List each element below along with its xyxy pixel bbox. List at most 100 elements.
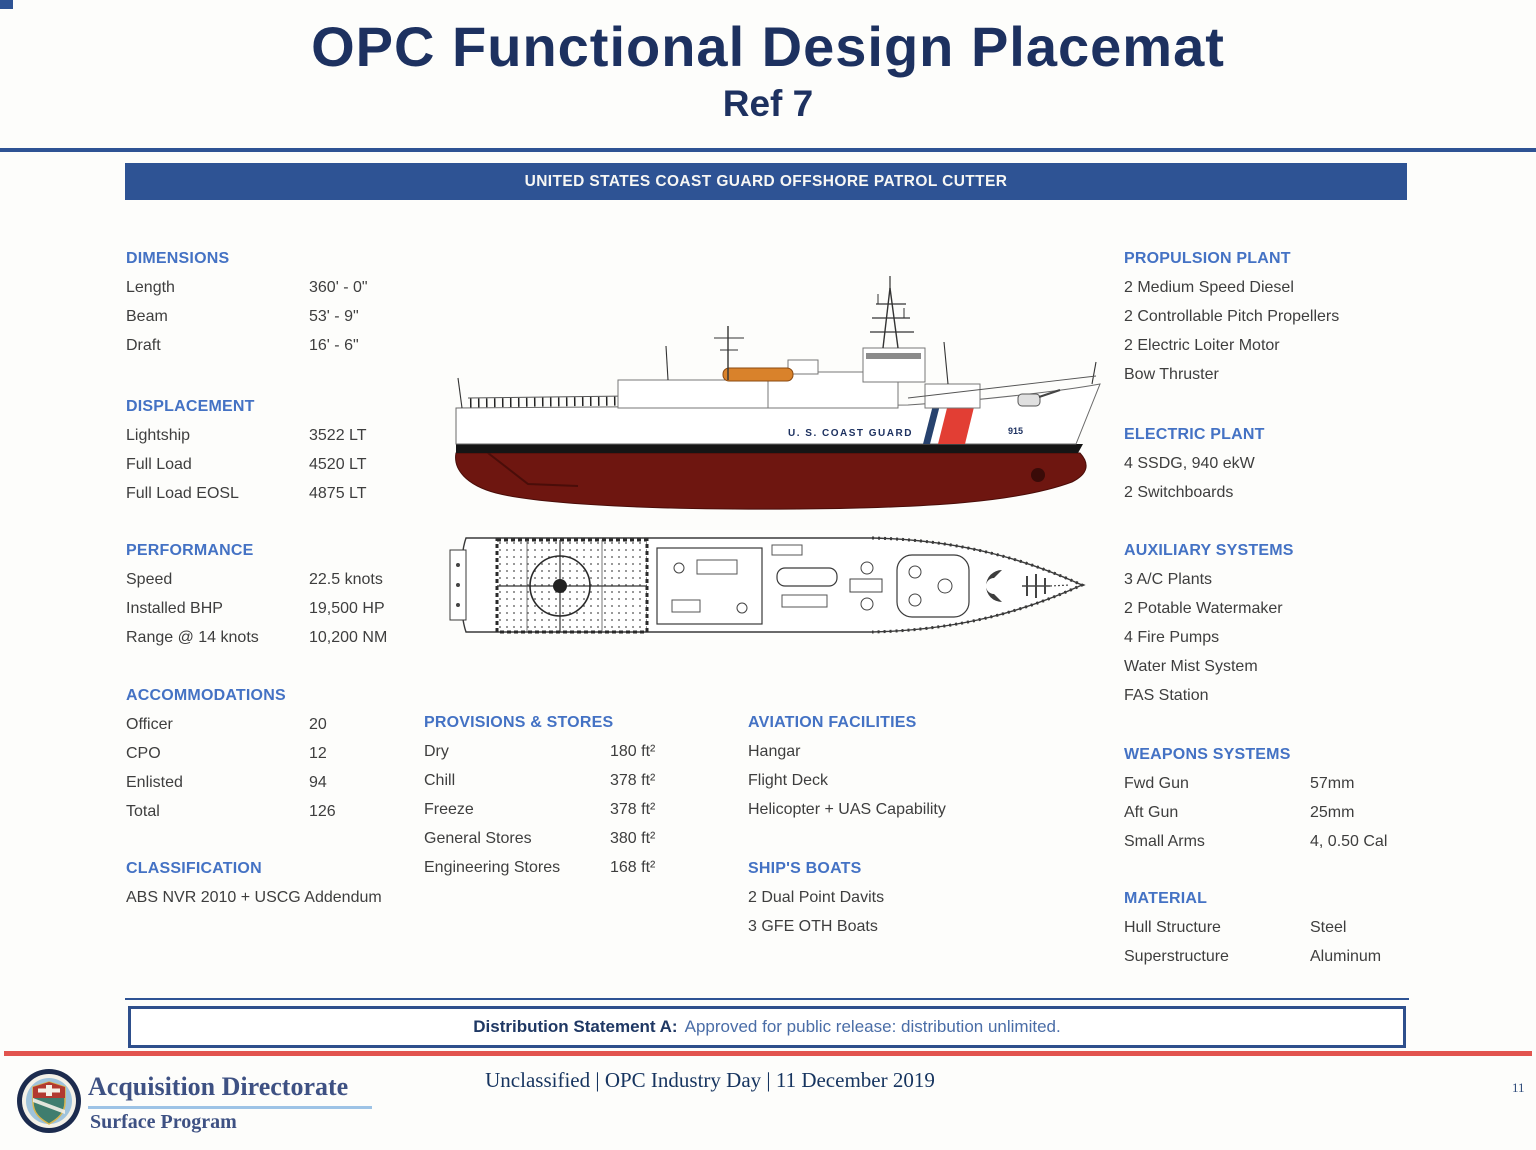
hull-text: U. S. COAST GUARD bbox=[788, 428, 913, 439]
spec-label: Beam bbox=[126, 308, 168, 325]
list-item: FAS Station bbox=[1124, 687, 1209, 704]
spec-value: 380 ft² bbox=[610, 830, 656, 847]
list-item: 3 GFE OTH Boats bbox=[748, 918, 878, 935]
spec-label: Speed bbox=[126, 571, 173, 588]
spec-value: 25mm bbox=[1310, 804, 1355, 821]
banner-header: UNITED STATES COAST GUARD OFFSHORE PATRO… bbox=[125, 163, 1407, 200]
divider-line bbox=[125, 998, 1409, 1000]
section-title: AVIATION FACILITIES bbox=[748, 714, 917, 731]
page-number: 11 bbox=[1512, 1080, 1525, 1095]
footer-org-underline bbox=[88, 1106, 372, 1109]
ship-profile-illustration: U. S. COAST GUARD 915 bbox=[428, 272, 1118, 517]
spec-value: 168 ft² bbox=[610, 859, 656, 876]
distribution-text: Approved for public release: distributio… bbox=[684, 1017, 1061, 1036]
footer-program-name: Surface Program bbox=[90, 1111, 237, 1133]
spec-value: 378 ft² bbox=[610, 772, 656, 789]
section-ships-boats: SHIP'S BOATS 2 Dual Point Davits 3 GFE O… bbox=[748, 854, 1078, 941]
spec-value: 4, 0.50 Cal bbox=[1310, 833, 1388, 850]
list-item: 2 Switchboards bbox=[1124, 484, 1234, 501]
list-item: 3 A/C Plants bbox=[1124, 571, 1213, 588]
spec-label: Full Load EOSL bbox=[126, 485, 239, 502]
spec-label: General Stores bbox=[424, 830, 532, 847]
spec-row: Officer 20 bbox=[126, 710, 426, 739]
section-title: WEAPONS SYSTEMS bbox=[1124, 746, 1291, 763]
spec-label: Officer bbox=[126, 716, 173, 733]
spec-label: Superstructure bbox=[1124, 948, 1229, 965]
spec-label: Dry bbox=[424, 743, 449, 760]
spec-label: Chill bbox=[424, 772, 456, 789]
list-item: 2 Dual Point Davits bbox=[748, 889, 885, 906]
section-title: DIMENSIONS bbox=[126, 250, 230, 267]
section-title: AUXILIARY SYSTEMS bbox=[1124, 542, 1294, 559]
spec-label: Hull Structure bbox=[1124, 919, 1221, 936]
spec-label: Fwd Gun bbox=[1124, 775, 1189, 792]
distribution-label: Distribution Statement A: bbox=[473, 1017, 678, 1036]
list-item: 4 Fire Pumps bbox=[1124, 629, 1220, 646]
section-title: SHIP'S BOATS bbox=[748, 860, 862, 877]
spec-label: Lightship bbox=[126, 427, 191, 444]
list-item: Bow Thruster bbox=[1124, 366, 1219, 383]
section-title: ACCOMMODATIONS bbox=[126, 687, 286, 704]
spec-label: Full Load bbox=[126, 456, 192, 473]
page-subtitle: Ref 7 bbox=[722, 83, 814, 124]
section-aviation: AVIATION FACILITIES Hangar Flight Deck H… bbox=[748, 708, 1078, 824]
footer-org-name: Acquisition Directorate bbox=[88, 1072, 349, 1101]
section-title: PROVISIONS & STORES bbox=[424, 714, 614, 731]
spec-row: Hull Structure Steel bbox=[1124, 913, 1454, 942]
spec-row: Full Load EOSL 4875 LT bbox=[126, 479, 426, 508]
spec-value: 16' - 6" bbox=[309, 337, 359, 354]
section-title: PROPULSION PLANT bbox=[1124, 250, 1291, 267]
spec-value: Steel bbox=[1310, 919, 1347, 936]
list-item: Flight Deck bbox=[748, 772, 829, 789]
spec-label: Aft Gun bbox=[1124, 804, 1179, 821]
spec-value: 4875 LT bbox=[309, 485, 367, 502]
spec-value: 12 bbox=[309, 745, 327, 762]
spec-value: 378 ft² bbox=[610, 801, 656, 818]
spec-row: Chill 378 ft² bbox=[424, 766, 724, 795]
spec-row: Engineering Stores 168 ft² bbox=[424, 853, 724, 882]
section-propulsion: PROPULSION PLANT 2 Medium Speed Diesel 2… bbox=[1124, 244, 1454, 389]
list-item: 2 Electric Loiter Motor bbox=[1124, 337, 1280, 354]
spec-row: Freeze 378 ft² bbox=[424, 795, 724, 824]
spec-label: Engineering Stores bbox=[424, 859, 561, 876]
list-item: 2 Medium Speed Diesel bbox=[1124, 279, 1294, 296]
section-title: CLASSIFICATION bbox=[126, 860, 262, 877]
section-title: ELECTRIC PLANT bbox=[1124, 426, 1265, 443]
section-electric: ELECTRIC PLANT 4 SSDG, 940 ekW 2 Switchb… bbox=[1124, 420, 1454, 507]
spec-row: Aft Gun 25mm bbox=[1124, 798, 1454, 827]
section-title: MATERIAL bbox=[1124, 890, 1208, 907]
section-title: DISPLACEMENT bbox=[126, 398, 255, 415]
spec-row: CPO 12 bbox=[126, 739, 426, 768]
list-item: Helicopter + UAS Capability bbox=[748, 801, 946, 818]
hull-number: 915 bbox=[1008, 426, 1023, 436]
spec-value: 126 bbox=[309, 803, 336, 820]
section-auxiliary: AUXILIARY SYSTEMS 3 A/C Plants 2 Potable… bbox=[1124, 536, 1454, 710]
spec-value: 10,200 NM bbox=[309, 629, 388, 646]
spec-row: Total 126 bbox=[126, 797, 426, 826]
section-classification: CLASSIFICATION ABS NVR 2010 + USCG Adden… bbox=[126, 854, 446, 912]
spec-label: CPO bbox=[126, 745, 161, 762]
spec-label: Total bbox=[126, 803, 160, 820]
spec-value: 19,500 HP bbox=[309, 600, 385, 617]
section-title: PERFORMANCE bbox=[126, 542, 254, 559]
spec-value: 94 bbox=[309, 774, 327, 791]
distribution-statement: Distribution Statement A: Approved for p… bbox=[128, 1006, 1406, 1048]
spec-label: Length bbox=[126, 279, 175, 296]
spec-label: Freeze bbox=[424, 801, 474, 818]
list-item: Hangar bbox=[748, 743, 801, 760]
coast-guard-seal-icon bbox=[16, 1068, 82, 1134]
spec-value: 20 bbox=[309, 716, 327, 733]
list-item: 2 Potable Watermaker bbox=[1124, 600, 1283, 617]
